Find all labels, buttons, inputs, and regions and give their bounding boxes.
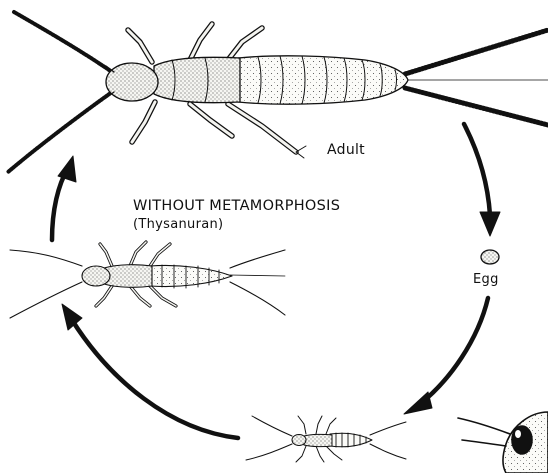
adult-lower-antenna [8, 92, 112, 172]
compound-eye [512, 426, 532, 454]
juvenile-insect [10, 242, 285, 318]
cropped-insect-head [458, 412, 548, 473]
arrow-young-to-juvenile [72, 320, 238, 438]
adult-thorax [154, 57, 240, 102]
egg-label: Egg [473, 272, 499, 287]
arrow-adult-to-egg [464, 124, 490, 215]
young-insect [246, 416, 406, 462]
adult-head [106, 63, 158, 101]
diagram-subtitle: (Thysanuran) [133, 217, 223, 232]
arrow-egg-to-young [420, 298, 488, 404]
adult-insect [8, 12, 548, 172]
adult-label: Adult [327, 142, 365, 158]
egg [481, 250, 499, 264]
diagram-title: WITHOUT METAMORPHOSIS [133, 198, 340, 214]
